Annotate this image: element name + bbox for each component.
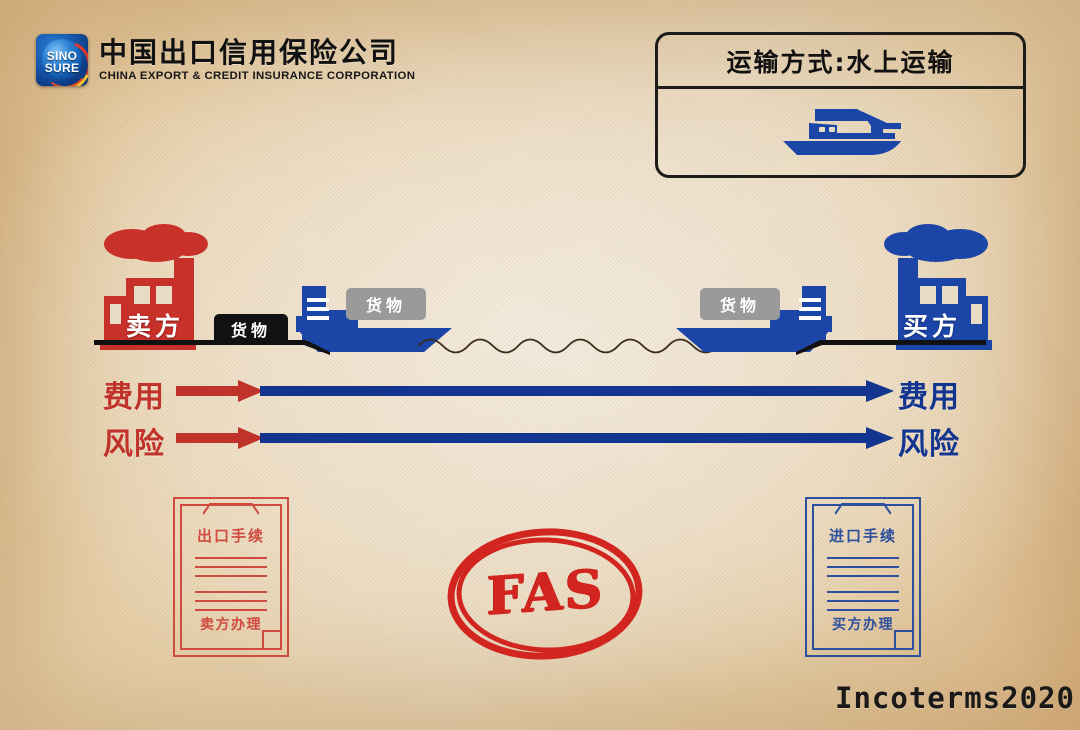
import-card-top-notch-icon [835,503,891,515]
export-rule-3 [195,575,267,577]
export-card-corner-fold-icon [262,630,281,649]
risk-label-left: 风险 [103,427,165,462]
sinosure-logo-icon: SINO SURE [36,34,88,86]
export-rule-4 [195,591,267,593]
stamp-ellipse-icon [447,528,643,660]
wave-line-icon [417,332,719,363]
import-doc-footer: 买方办理 [832,617,894,633]
risk-label-right: 风险 [898,427,960,462]
cost-label-left: 费用 [103,380,165,415]
logo-text-top: SINO [46,49,78,63]
import-rule-1 [827,557,899,559]
cost-arrow [176,378,896,409]
seller-label: 卖方 [125,312,184,341]
import-document-card: 进口手续 买方办理 [805,497,921,657]
import-card-corner-fold-icon [894,630,913,649]
brand-header: SINO SURE 中国出口信用保险公司 CHINA EXPORT & CRED… [36,34,415,86]
import-card-outer-border [805,497,921,657]
export-rule-6 [195,609,267,611]
incoterm-stamp: FAS [443,522,648,667]
import-rule-2 [827,566,899,568]
import-rule-5 [827,600,899,602]
export-doc-title: 出口手续 [196,527,265,545]
export-rule-1 [195,557,267,559]
import-doc-title: 进口手续 [828,527,897,545]
import-rule-6 [827,609,899,611]
dock-line-left [94,338,334,361]
transport-box-divider [658,86,1023,89]
export-document-card: 出口手续 卖方办理 [173,497,289,657]
transport-mode-box: 运输方式:水上运输 [655,32,1026,178]
export-rule-5 [195,600,267,602]
cargo-tag-ship-right: 货物 [700,288,780,320]
export-doc-footer: 卖方办理 [200,617,262,633]
export-card-outer-border [173,497,289,657]
motor-boat-icon [658,97,1023,164]
cargo-tag-ship-left: 货物 [346,288,426,320]
export-rule-2 [195,566,267,568]
cargo-tag-dock: 货物 [214,314,288,344]
risk-arrow [176,425,896,456]
buyer-label: 买方 [902,312,961,341]
brand-name-cn: 中国出口信用保险公司 [99,35,400,69]
brand-name-en: CHINA EXPORT & CREDIT INSURANCE CORPORAT… [99,70,416,83]
logo-text-bottom: SURE [44,60,80,75]
export-card-top-notch-icon [203,503,259,515]
incoterms-version-label: Incoterms2020 [835,681,1075,715]
dock-line-right [796,338,986,361]
brand-name-block: 中国出口信用保险公司 CHINA EXPORT & CREDIT INSURAN… [99,35,416,83]
transport-mode-title: 运输方式:水上运输 [726,48,955,77]
import-rule-3 [827,575,899,577]
import-rule-4 [827,591,899,593]
cost-label-right: 费用 [898,380,960,415]
